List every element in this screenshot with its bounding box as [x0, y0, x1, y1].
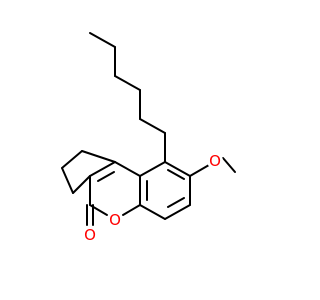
methoxy-oxygen-label: O [209, 152, 221, 170]
skeletal-bonds [61, 32, 236, 226]
bond-lactone-5 [122, 204, 141, 216]
bond-lactone-2 [89, 161, 116, 177]
bond-methoxy-o-to-methyl [222, 157, 236, 173]
bond-cyclopentane-3 [61, 167, 74, 194]
methoxy-oxygen-backdrop [207, 153, 223, 169]
bond-benzene-1 [164, 161, 191, 177]
bond-cyclopentane-2 [61, 150, 83, 169]
bond-benzene-4 [139, 204, 166, 220]
bond-benzene-inner-1 [167, 169, 185, 180]
bond-hexyl-1 [89, 32, 116, 48]
bond-cyclopentane-4 [72, 175, 91, 194]
bond-benzene-6 [139, 161, 166, 177]
molecule-diagram: O O O [61, 32, 236, 244]
atom-labels: O O O [82, 152, 223, 244]
bond-lactone-1 [114, 161, 141, 177]
ring-oxygen-label: O [109, 211, 121, 229]
bond-benzene-inner-2 [167, 197, 185, 208]
carbonyl-oxygen-label: O [84, 226, 96, 244]
ring-oxygen-backdrop [107, 211, 123, 227]
carbonyl-oxygen-backdrop [82, 227, 98, 243]
bond-benzene-3 [164, 204, 191, 220]
bond-hexyl-3 [114, 75, 141, 91]
bond-ring-to-methoxy-o [189, 164, 210, 177]
bond-lactone-inner [97, 171, 115, 182]
bond-hexyl-5 [139, 118, 166, 134]
bond-cyclopentane-1 [81, 150, 116, 163]
